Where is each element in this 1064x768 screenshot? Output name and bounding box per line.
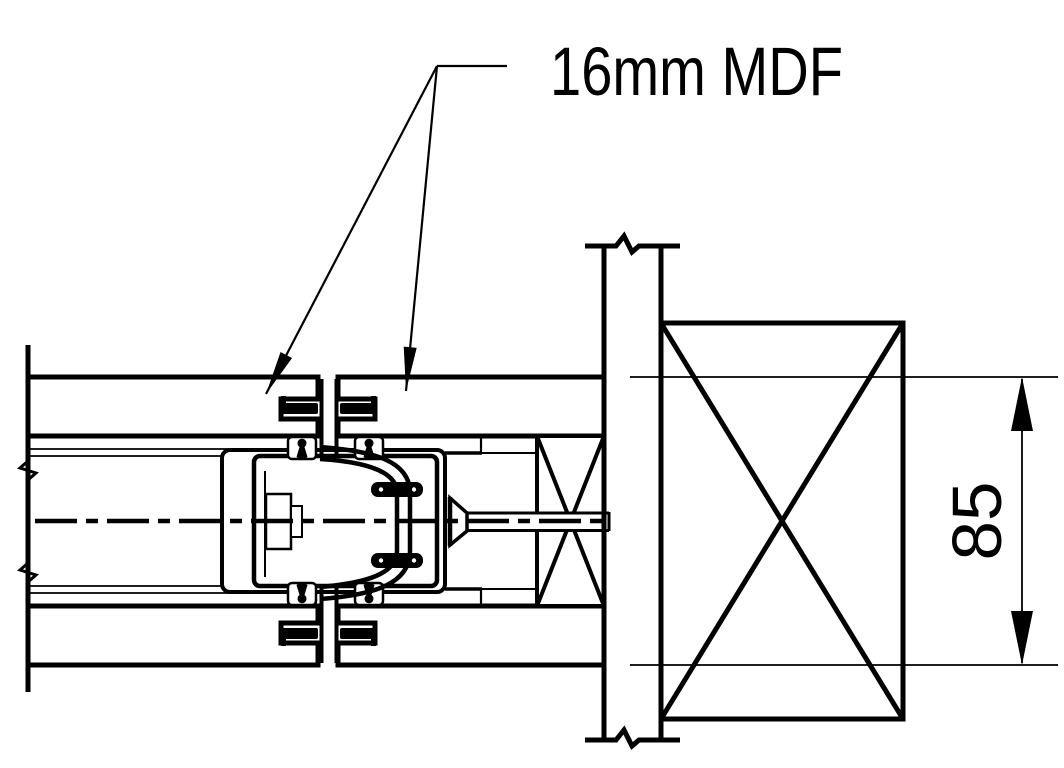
dimension-85: 85 — [630, 376, 1058, 666]
connector-profile-inner — [319, 456, 400, 590]
break-line-left — [16, 345, 40, 692]
dimension-value: 85 — [938, 482, 1016, 561]
packer-x-brace-icon — [658, 321, 906, 721]
mdf-panel-top-right — [335, 374, 604, 439]
gasket-clip — [286, 435, 318, 461]
gasket-clip-glyph-icon — [296, 438, 308, 459]
trim-flange-right-lip — [371, 396, 376, 405]
leader-arrowhead-icon — [403, 346, 417, 391]
wall-break-cap-top — [585, 231, 680, 256]
mdf-panel-bottom-left — [28, 603, 321, 668]
leader-arrowhead-icon — [266, 351, 293, 394]
mdf-panel-top-left — [28, 374, 321, 439]
track-flange-lines — [28, 448, 230, 594]
packer-block — [658, 320, 906, 722]
trim-flange-left — [281, 403, 318, 414]
leader-line — [265, 65, 438, 395]
wall-break-cap-bottom — [585, 725, 680, 750]
leader-label: 16mm MDF — [550, 33, 843, 110]
dimension-arrow-up-icon — [1011, 377, 1033, 431]
mdf-panel-bottom-right — [335, 603, 604, 668]
dimension-arrow-down-icon — [1011, 611, 1033, 665]
trim-flange-left-lip — [281, 396, 286, 405]
fixing-screw — [447, 494, 611, 549]
break-mark-icon — [16, 561, 40, 584]
leader-line — [404, 65, 439, 392]
trim-flange-right — [340, 403, 376, 414]
break-mark-icon — [16, 459, 40, 482]
leader-callout: 16mm MDF — [265, 33, 843, 395]
